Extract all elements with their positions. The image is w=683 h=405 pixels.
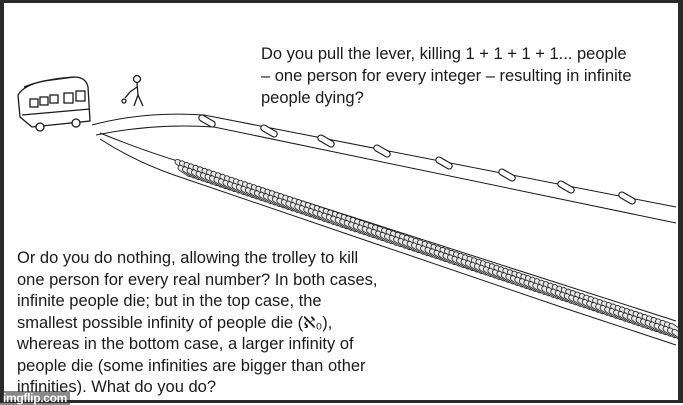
imgflip-watermark: imgflip.com	[0, 391, 71, 405]
frame-border-right	[678, 0, 683, 403]
question-bottom: Or do you do nothing, allowing the troll…	[17, 249, 378, 396]
trolley-problem-panel: Do you pull the lever, killing 1 + 1 + 1…	[4, 3, 678, 400]
upper-track-people	[198, 114, 636, 205]
frame-border-bottom	[0, 400, 683, 403]
trolley-illustration	[17, 74, 678, 346]
trolley-icon	[17, 76, 91, 132]
frame-border-top	[0, 0, 683, 3]
frame-border-left	[0, 0, 4, 403]
question-top: Do you pull the lever, killing 1 + 1 + 1…	[261, 45, 632, 107]
crowd-person	[671, 328, 678, 342]
lower-track-crowd	[174, 158, 678, 342]
lever-person-icon	[121, 74, 144, 107]
